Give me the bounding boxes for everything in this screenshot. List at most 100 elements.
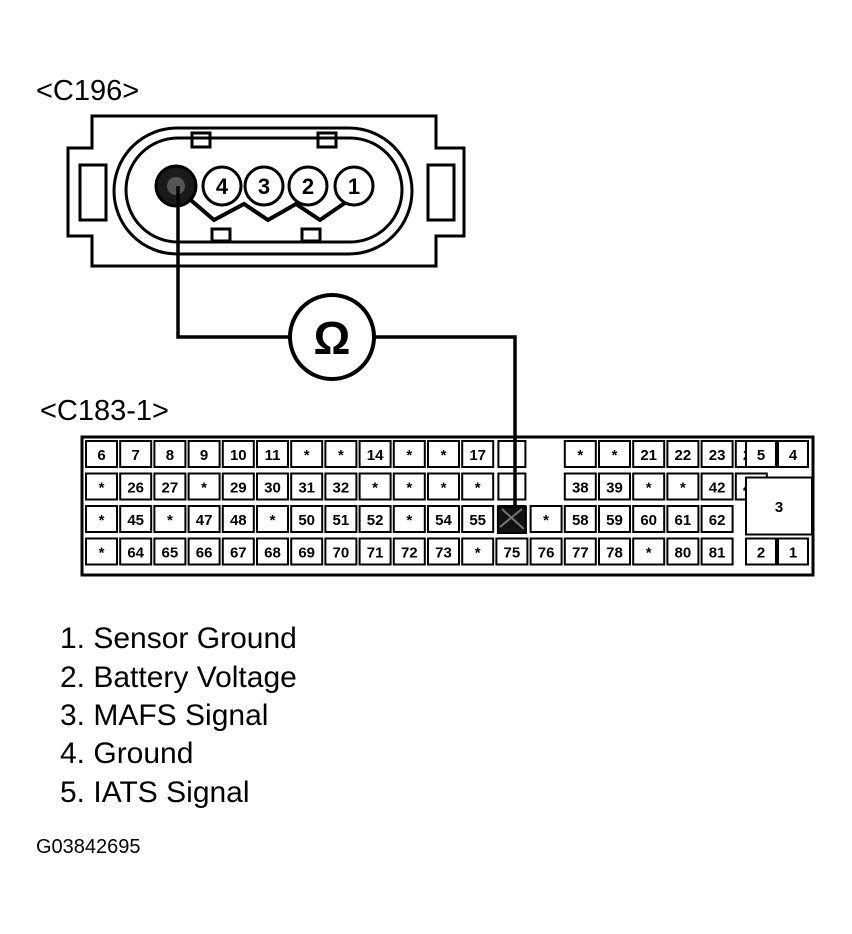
c183-pin-label: 65 (162, 545, 179, 562)
c183-pin-cell: 22 (666, 440, 700, 468)
c183-pin-label: 81 (709, 545, 726, 562)
c183-pin-label: 31 (298, 480, 315, 497)
c196-key-top-left (190, 131, 212, 149)
c183-pin-label: * (646, 480, 652, 497)
c183-pin-cell: 70 (324, 537, 358, 566)
c183-pin-box (563, 440, 597, 468)
c183-pin-cell: 75 (495, 537, 529, 566)
c183-pin-box (598, 505, 631, 533)
c183-pin-box (290, 505, 324, 533)
c183-pin-label: 67 (230, 545, 247, 562)
c183-pin-box (358, 505, 392, 533)
c183-pin-box (563, 537, 597, 566)
c183-pin-box (632, 440, 666, 468)
c183-pin-box (85, 472, 118, 501)
c183-pin-label: 75 (504, 545, 521, 562)
c183-pin-box (256, 472, 289, 501)
c196-pin-1: 1 (333, 165, 375, 207)
c183-pin-cell: * (563, 440, 597, 468)
c183-pin-box (427, 472, 460, 501)
c183-pin-label: 27 (162, 480, 179, 497)
c183-pin-box (187, 537, 221, 566)
c183-pin-cell: * (187, 472, 221, 501)
c183-pin-cell: 27 (153, 472, 187, 501)
c183-pin-cell: * (324, 440, 358, 468)
c196-pin-1-label: 1 (348, 174, 360, 199)
c183-pin-cell: * (461, 472, 495, 501)
c183-pin-label: 21 (640, 447, 657, 464)
legend-item-1: 1. Sensor Ground (60, 622, 297, 655)
c183-pin-box (666, 505, 700, 533)
c196-pin-3: 3 (243, 165, 285, 207)
c183-pin-box (700, 440, 734, 468)
c183-pin-cell: 32 (324, 472, 358, 501)
c183-pin-label: * (99, 545, 105, 562)
c183-pin-cell: 72 (392, 537, 426, 566)
c196-blank-pin-core (167, 177, 185, 195)
c183-power-pin-cell: 2 (745, 537, 777, 566)
c183-pin-box (632, 537, 666, 566)
c183-pin-box (598, 537, 631, 566)
c183-pin-box (324, 472, 358, 501)
c183-pin-box (119, 505, 153, 533)
c183-pin-label: 9 (200, 447, 208, 464)
c183-pin-cell: * (529, 505, 563, 533)
c183-pin-label: * (441, 447, 447, 464)
c183-pin-cell: 54 (427, 505, 460, 533)
c183-pin-cell: * (153, 505, 187, 533)
c183-pin-label: 61 (675, 512, 692, 529)
c183-pin-label: 76 (538, 545, 555, 562)
c183-pin-cell: * (392, 505, 426, 533)
c183-pin-cell: 73 (427, 537, 460, 566)
c183-pin-label: * (201, 480, 207, 497)
c183-pin-label: 32 (333, 480, 350, 497)
c183-pin-cell: * (290, 440, 324, 468)
c183-pin-box (598, 472, 631, 501)
c183-pin-label: 51 (333, 512, 350, 529)
connector-c183-label: <C183-1> (40, 395, 169, 427)
c183-pin-box (392, 537, 426, 566)
c183-power-pin-cell: 4 (777, 440, 809, 468)
c183-pin-box (256, 505, 289, 533)
c183-pin-box (324, 440, 358, 468)
c183-pin-cell: 31 (290, 472, 324, 501)
c183-pin-cell: 58 (563, 505, 597, 533)
c183-probe-hatch (499, 508, 525, 530)
c196-pin-2-label: 2 (302, 174, 314, 199)
c183-pin-box (119, 537, 153, 566)
c183-power-pin-label: 4 (789, 447, 798, 464)
c183-pin-label: * (372, 480, 378, 497)
ohmmeter: Ω (288, 293, 376, 381)
c183-pin-cell: 64 (119, 537, 153, 566)
c183-pin-label: * (99, 480, 105, 497)
c183-power-pin-label: 2 (757, 545, 765, 562)
c183-pin-cell: 26 (119, 472, 153, 501)
c183-power-pin-box (777, 537, 809, 566)
legend-item-2: 2. Battery Voltage (60, 661, 297, 694)
c183-pin-box (358, 472, 392, 501)
c183-pin-box (153, 537, 187, 566)
c196-key-top-right (316, 131, 338, 149)
c183-pin-cell: * (427, 440, 460, 468)
c183-pin-box (153, 472, 187, 501)
c183-power-pin-label: 5 (757, 447, 765, 464)
c183-pin-label: 68 (264, 545, 281, 562)
c183-pin-box (461, 472, 495, 501)
c183-pin-box (221, 537, 255, 566)
c183-pin-label: 64 (127, 545, 144, 562)
c183-pin-label: 66 (196, 545, 213, 562)
c183-pin-label: 42 (709, 480, 726, 497)
c196-key-bottom-right (300, 227, 322, 243)
c183-pin-cell: 60 (632, 505, 666, 533)
c183-pin-cell: * (85, 472, 118, 501)
c183-pin-label: 14 (367, 447, 384, 464)
c196-outer-housing (66, 114, 466, 268)
c183-pin-cell: 51 (324, 505, 358, 533)
c183-pin-label: * (304, 447, 310, 464)
c183-empty-cavity (497, 440, 527, 468)
c183-pin-label: 17 (469, 447, 486, 464)
c196-right-latch (426, 163, 456, 222)
c183-pin-label: 73 (435, 545, 452, 562)
c183-pin-box (85, 505, 118, 533)
c183-pin-box (290, 440, 324, 468)
